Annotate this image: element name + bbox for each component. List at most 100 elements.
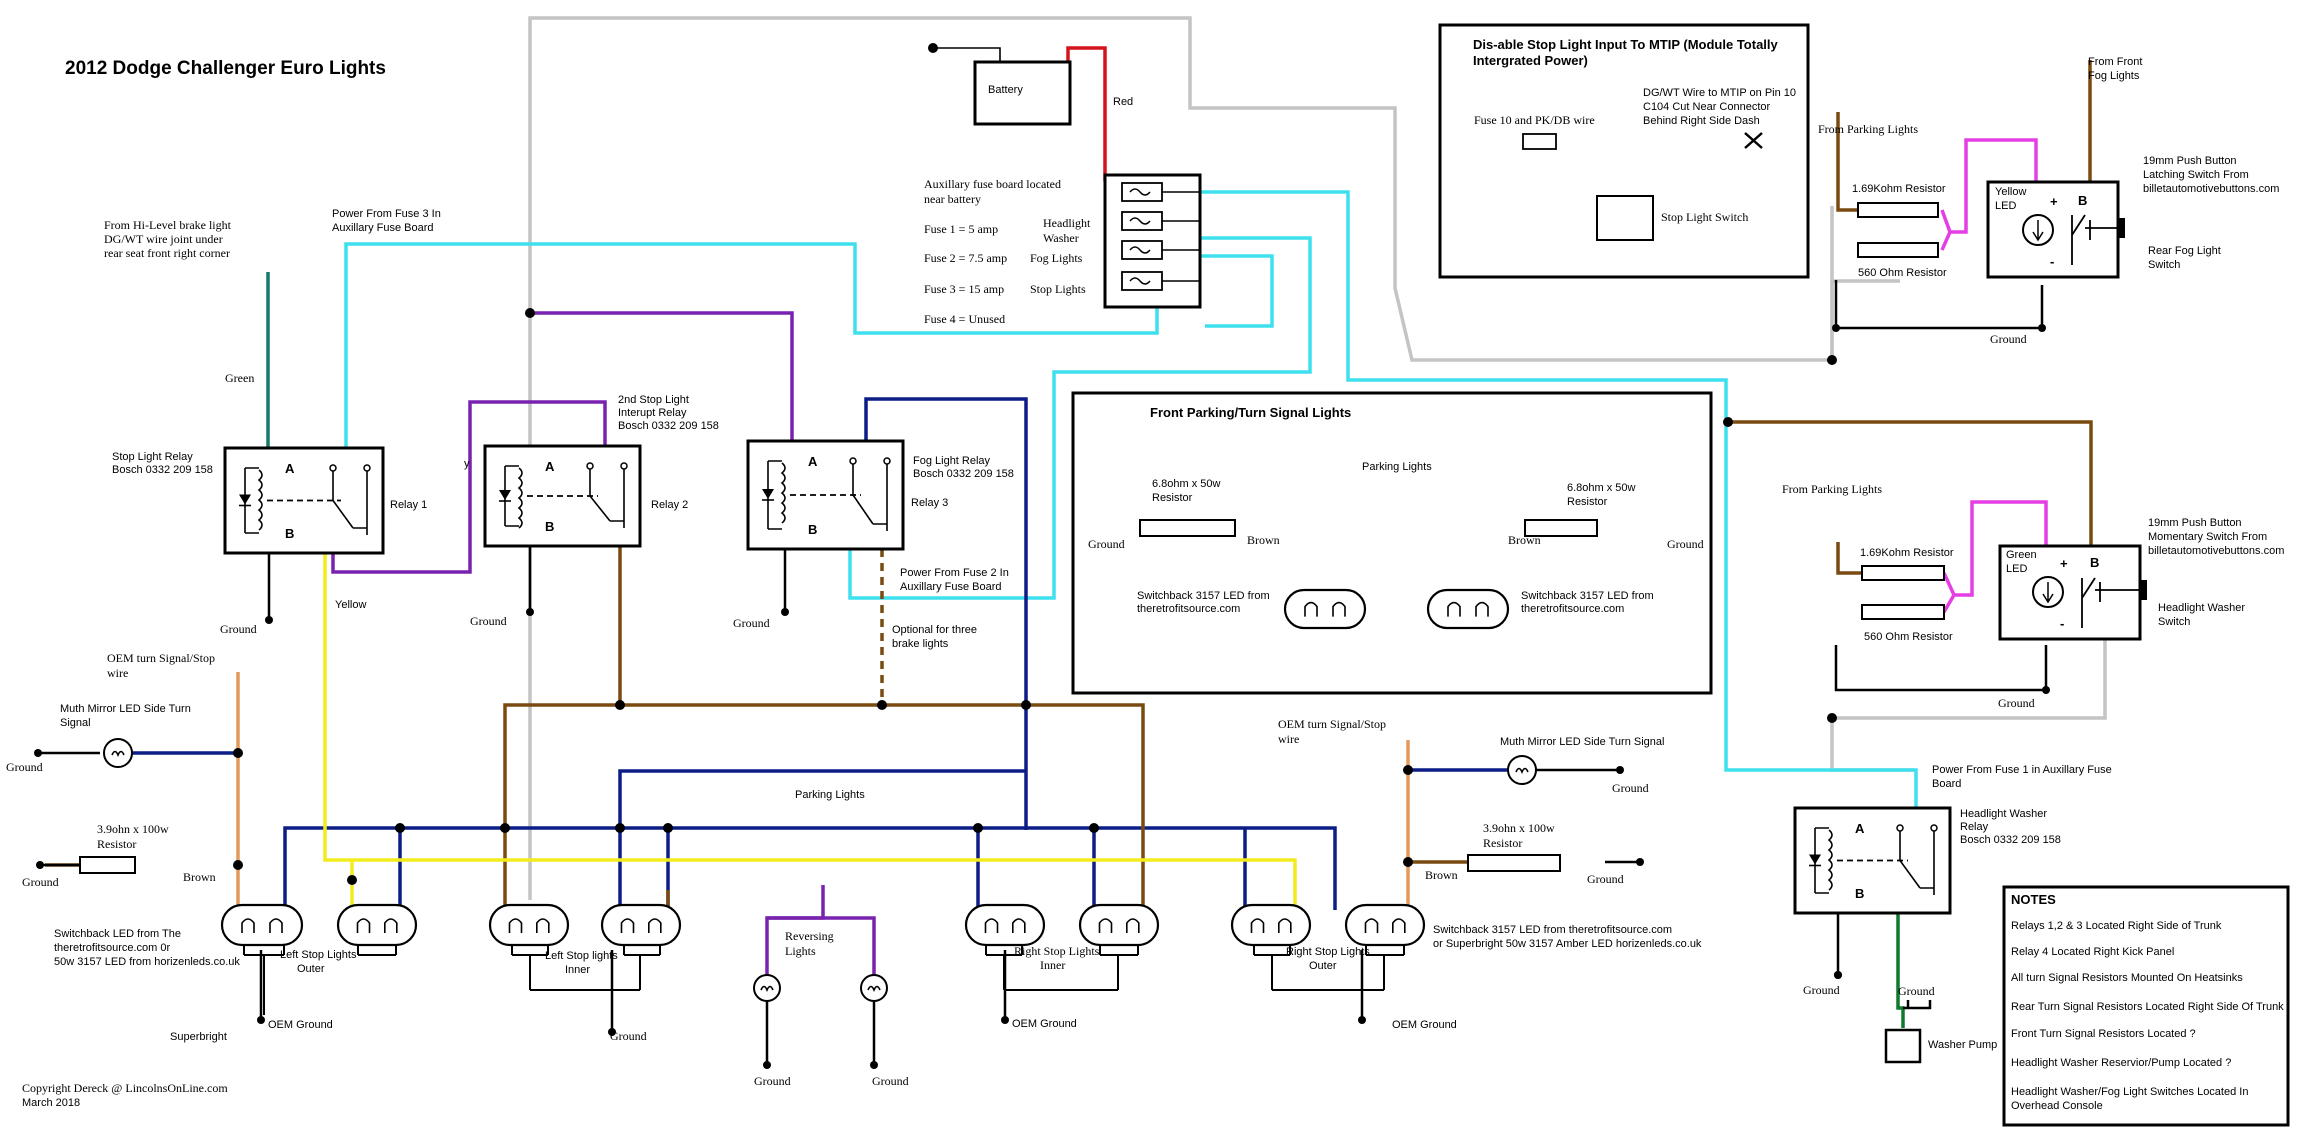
switch-button [2118, 218, 2125, 238]
junction-dot [1723, 417, 1733, 427]
washer-switch-label: 19mm Push Button [2148, 517, 2242, 529]
pin-b-label: B [545, 519, 554, 534]
junction-dot [615, 823, 625, 833]
pin-b-label: B [285, 526, 294, 541]
fuse-board-note: near battery [924, 192, 981, 206]
ground-label: Ground [610, 1029, 647, 1043]
front-resistor-label: Resistor [1152, 492, 1193, 504]
mtip-title: Intergrated Power) [1473, 53, 1588, 68]
relay-desc: Bosch 0332 209 158 [112, 464, 213, 476]
note-item: Headlight Washer/Fog Light Switches Loca… [2011, 1086, 2248, 1098]
relay-desc: Fog Light Relay [913, 455, 991, 467]
relay-desc: Bosch 0332 209 158 [913, 468, 1014, 480]
power-fuse3-label: Auxillary Fuse Board [332, 222, 434, 234]
rear-resistor-label: Resistor [1483, 836, 1522, 850]
lamp-group-label: Right Stop Lights [1286, 946, 1370, 958]
mirror-label: Muth Mirror LED Side Turn Signal [1500, 736, 1664, 748]
lamp-socket-icon [1426, 588, 1510, 630]
junction-dot [1001, 1016, 1009, 1024]
pin-b-label: B [1855, 886, 1864, 901]
pin-b-label: B [2078, 193, 2087, 208]
bulb-icon [103, 738, 133, 768]
wire-green-pump [1896, 912, 1905, 1028]
junction-dot [2038, 324, 2046, 332]
front-led-label: theretrofitsource.com [1137, 603, 1240, 615]
junction-dot [34, 749, 42, 757]
ground-label: Ground [1898, 984, 1935, 998]
fog-switch-label: billetautomotivebuttons.com [2143, 183, 2279, 195]
power-fuse1-label: Power From Fuse 1 in Auxillary Fuse [1932, 764, 2112, 776]
ground-label: Ground [220, 622, 257, 636]
washer-pump-label: Washer Pump [1928, 1039, 1997, 1051]
junction-dot [763, 1061, 771, 1069]
note-item: All turn Signal Resistors Mounted On Hea… [2011, 972, 2243, 984]
y-label: y [464, 458, 470, 470]
junction-dot [525, 308, 535, 318]
lamp-group-label: Left Stop lights [545, 950, 618, 962]
relay-desc: Relay [1960, 821, 1989, 833]
pin-a-label: A [545, 459, 555, 474]
pin-b-label: B [808, 522, 817, 537]
fog-light-switch: + - B Yellow LED [1857, 180, 2125, 279]
pin-b-label: B [2090, 555, 2099, 570]
junction-dot [1832, 324, 1840, 332]
junction-dot [395, 823, 405, 833]
from-parking-label: From Parking Lights [1818, 122, 1918, 136]
from-front-fog-label: From Front [2088, 56, 2142, 68]
lamp-socket-icon [336, 903, 418, 947]
mtip-title: Dis-able Stop Light Input To MTIP (Modul… [1473, 37, 1779, 52]
ground-label: Ground [872, 1074, 909, 1088]
fuse-3 [1121, 240, 1163, 260]
bulb-icon [860, 974, 888, 1002]
led-label: Green [2006, 549, 2037, 561]
hi-level-label: DG/WT wire joint under [104, 232, 223, 246]
junction-dot [877, 700, 887, 710]
resistor-label: 1.69Kohm Resistor [1852, 183, 1946, 195]
minus-label: - [2060, 616, 2064, 631]
wire-cyan-fuse4 [1200, 254, 1274, 328]
lamp-socket-icon [220, 903, 304, 947]
rear-resistor-left [79, 856, 136, 874]
copyright: Copyright Dereck @ LincolnsOnLine.com [22, 1081, 228, 1095]
bulb-icon [1507, 755, 1537, 785]
lamp-socket-icon [1344, 903, 1426, 947]
rear-resistors: 3.9ohn x 100w Resistor 3.9ohn x 100w Res… [79, 821, 1561, 874]
ground-lead [1903, 1000, 1932, 1010]
junction-dot [1021, 700, 1031, 710]
lamp-group-label: Outer [1309, 960, 1337, 972]
note-item: Rear Turn Signal Resistors Located Right… [2011, 1001, 2284, 1013]
junction-dot [781, 608, 789, 616]
junction-dot [1827, 713, 1837, 723]
oem-ground-label: OEM Ground [268, 1019, 333, 1031]
brown-label: Brown [1247, 533, 1280, 547]
optional-label: Optional for three [892, 624, 977, 636]
wire-magenta-washer2 [1942, 594, 1956, 613]
battery-label: Battery [988, 84, 1023, 96]
diagram-title: 2012 Dodge Challenger Euro Lights [65, 58, 386, 79]
switchback-label: 50w 3157 LED from horizenleds.co.uk [54, 956, 240, 968]
front-resistor-right [1524, 519, 1598, 537]
led-label: LED [1995, 200, 2016, 212]
fuse-target: Headlight [1043, 216, 1091, 230]
fog-switch-label: 19mm Push Button [2143, 155, 2237, 167]
junction-dot [615, 700, 625, 710]
bulb-icon [753, 974, 781, 1002]
junction-dot [36, 861, 44, 869]
lamp-socket-icon [488, 903, 570, 947]
superbright-label: Superbright [170, 1031, 227, 1043]
wire-cyan-fuse2 [848, 236, 1312, 600]
mtip-fuse [1522, 133, 1557, 150]
wire-magenta-washer [1942, 500, 2048, 597]
ground-label: Ground [1803, 983, 1840, 997]
ground-label: Ground [1088, 537, 1125, 551]
hi-level-label: rear seat front right corner [104, 246, 230, 260]
front-led-label: Switchback 3157 LED from [1137, 590, 1270, 602]
ground-label: Ground [6, 760, 43, 774]
brown-label: Brown [1425, 868, 1458, 882]
from-front-fog-label: Fog Lights [2088, 70, 2140, 82]
wire-cyan-fuse3 [344, 242, 1159, 448]
mtip-note: C104 Cut Near Connector [1643, 101, 1771, 113]
